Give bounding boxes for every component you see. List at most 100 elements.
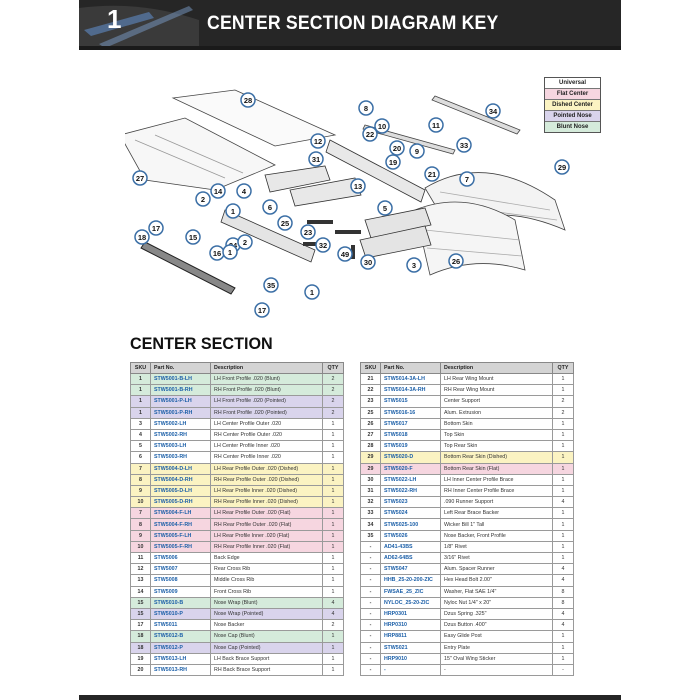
row-sku: 31 bbox=[360, 484, 381, 498]
row-qty: 1 bbox=[322, 462, 344, 475]
callout-label: 35 bbox=[267, 281, 275, 290]
row-sku: 8 bbox=[130, 473, 151, 486]
callout-label: 23 bbox=[304, 228, 312, 237]
row-sku: 7 bbox=[130, 462, 151, 475]
bottom-skin bbox=[414, 201, 526, 276]
callout-label: 14 bbox=[214, 187, 223, 196]
callout-23: 23 bbox=[300, 224, 316, 240]
callout-33: 33 bbox=[456, 137, 472, 153]
row-description: Left Rear Brace Backer bbox=[440, 507, 553, 520]
page-number: 1 bbox=[107, 4, 122, 34]
row-part-number: STW5008 bbox=[150, 574, 211, 587]
row-part-number: STW5013-LH bbox=[150, 652, 211, 665]
row-description: LH Back Brace Support bbox=[210, 652, 323, 665]
row-qty: 1 bbox=[322, 630, 344, 643]
row-sku: - bbox=[360, 585, 381, 598]
row-sku: 8 bbox=[130, 518, 151, 531]
row-qty: 1 bbox=[552, 384, 574, 397]
callout-label: 29 bbox=[558, 163, 566, 172]
row-sku: - bbox=[360, 607, 381, 621]
row-sku: 13 bbox=[130, 574, 151, 587]
callout-8: 8 bbox=[358, 100, 374, 116]
row-sku: 27 bbox=[360, 428, 381, 442]
row-qty: 1 bbox=[552, 451, 574, 464]
callout-label: 17 bbox=[258, 306, 266, 315]
row-description: LH Front Profile .020 (Pointed) bbox=[210, 395, 323, 408]
callout-29: 29 bbox=[554, 159, 570, 175]
callout-16: 16 bbox=[209, 245, 225, 261]
row-part-number: STW5026 bbox=[380, 529, 441, 542]
row-description: LH Rear Profile Outer .020 (Flat) bbox=[210, 507, 323, 520]
callout-layer: 1234567891011121314151617181920212223242… bbox=[132, 92, 570, 318]
row-sku: 1 bbox=[130, 372, 151, 386]
callout-35: 35 bbox=[263, 277, 279, 293]
row-part-number: STW5011 bbox=[150, 619, 211, 632]
row-sku: 11 bbox=[130, 551, 151, 565]
row-qty: 4 bbox=[552, 496, 574, 509]
row-sku: - bbox=[360, 551, 381, 565]
row-description: LH Center Profile Inner .020 bbox=[210, 440, 323, 453]
row-description: .090 Runner Support bbox=[440, 496, 553, 509]
callout-4: 4 bbox=[236, 183, 252, 199]
row-sku: 9 bbox=[130, 529, 151, 542]
callout-1: 1 bbox=[304, 284, 320, 300]
callout-49: 49 bbox=[337, 246, 353, 262]
row-qty: 1 bbox=[322, 652, 344, 665]
row-part-number: HRP8811 bbox=[380, 630, 441, 643]
row-part-number: STW5005-D-LH bbox=[150, 484, 211, 498]
row-part-number: STW5001-P-LH bbox=[150, 395, 211, 408]
row-qty: 1 bbox=[322, 641, 344, 654]
row-part-number: HRP9010 bbox=[380, 652, 441, 665]
row-part-number: STW5001-B-LH bbox=[150, 372, 211, 386]
row-qty: 1 bbox=[552, 630, 574, 643]
row-sku: 17 bbox=[130, 619, 151, 632]
wing-graphic bbox=[79, 5, 621, 50]
row-sku: 19 bbox=[130, 652, 151, 665]
callout-25: 25 bbox=[277, 215, 293, 231]
row-part-number: STW5005-D-RH bbox=[150, 496, 211, 509]
row-qty: 1 bbox=[322, 496, 344, 509]
callout-18: 18 bbox=[134, 229, 150, 245]
callout-17: 17 bbox=[254, 302, 270, 318]
row-sku: 26 bbox=[360, 417, 381, 430]
row-description: Nose Backer, Front Profile bbox=[440, 529, 553, 542]
callout-label: 18 bbox=[138, 233, 146, 242]
row-qty: 4 bbox=[552, 563, 574, 576]
row-sku: - bbox=[360, 619, 381, 632]
row-sku: 25 bbox=[360, 406, 381, 419]
row-part-number: STW5022-RH bbox=[380, 484, 441, 498]
row-qty: 1 bbox=[322, 484, 344, 498]
row-sku: 35 bbox=[360, 529, 381, 542]
callout-15: 15 bbox=[185, 229, 201, 245]
column-header-description: Description bbox=[440, 362, 553, 374]
callout-12: 12 bbox=[310, 133, 326, 149]
color-legend: Universal Flat Center Dished Center Poin… bbox=[544, 77, 601, 133]
row-description: RH Rear Profile Outer .020 (Flat) bbox=[210, 518, 323, 531]
row-sku: 1 bbox=[130, 406, 151, 419]
row-qty: 1 bbox=[322, 529, 344, 542]
callout-32: 32 bbox=[315, 237, 331, 253]
row-description: LH Inner Center Profile Brace bbox=[440, 473, 553, 486]
row-description: Rear Cross Rib bbox=[210, 563, 323, 576]
callout-label: 1 bbox=[310, 288, 314, 297]
row-part-number: STW5002-RH bbox=[150, 428, 211, 442]
row-qty: 4 bbox=[322, 607, 344, 621]
row-part-number: STW5047 bbox=[380, 563, 441, 576]
callout-17: 17 bbox=[148, 220, 164, 236]
row-description: Wicker Bill 1" Tall bbox=[440, 518, 553, 531]
row-description: RH Inner Center Profile Brace bbox=[440, 484, 553, 498]
